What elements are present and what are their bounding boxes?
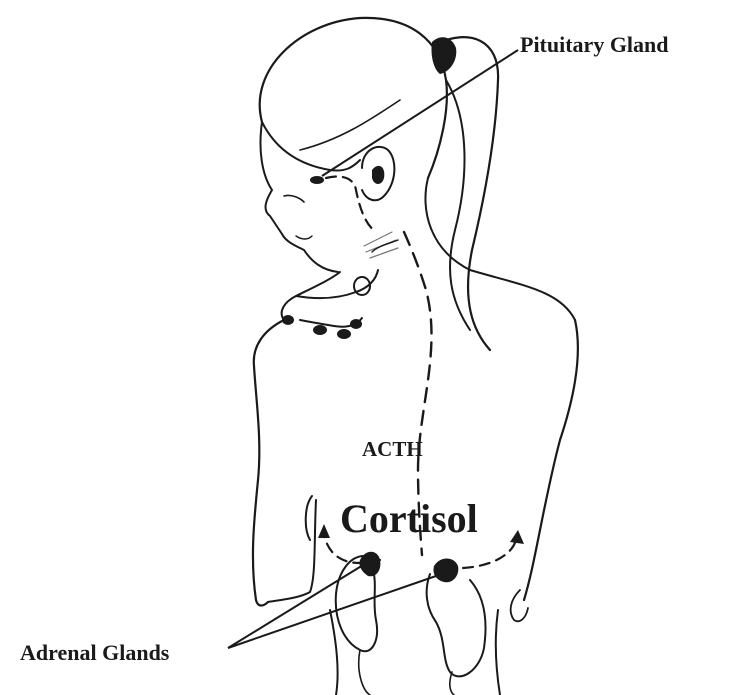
pituitary-dot-icon	[310, 176, 324, 184]
cortisol-label: Cortisol	[340, 496, 478, 541]
kidney-drawing	[336, 552, 486, 695]
adrenal-glands-label: Adrenal Glands	[20, 640, 170, 665]
acth-label: ACTH	[362, 437, 423, 461]
head-drawing	[260, 18, 575, 350]
pituitary-gland-label: Pituitary Gland	[520, 32, 669, 57]
adrenal-leader-line-left	[228, 562, 368, 648]
pituitary-leader-line	[322, 50, 518, 176]
adrenal-leader-line-right	[228, 576, 436, 648]
